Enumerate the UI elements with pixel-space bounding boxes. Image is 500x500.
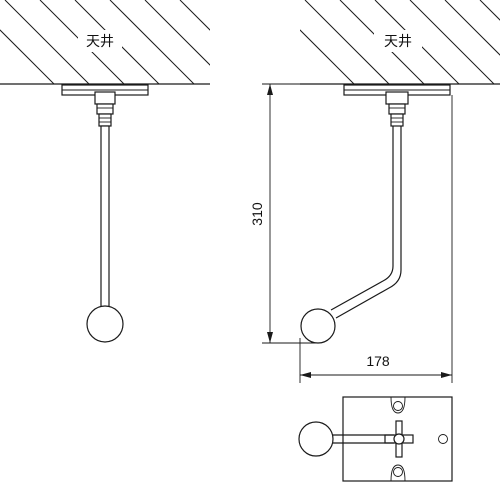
mount-bracket-right xyxy=(343,84,451,127)
dimension-height: 310 xyxy=(249,83,318,344)
ball-top xyxy=(298,421,334,457)
ceiling-hatching-left xyxy=(0,0,210,84)
ceiling-label-right: 天井 xyxy=(384,33,412,49)
screw-slot-right xyxy=(438,434,448,444)
top-view-arm xyxy=(330,434,394,444)
ceiling-label-bg-left xyxy=(78,30,122,52)
dimension-width: 178 xyxy=(299,95,453,383)
bent-rod-right xyxy=(330,126,402,319)
ceiling-left: 天井 xyxy=(0,0,210,85)
center-fitting xyxy=(384,420,414,458)
screw-slot-bottom xyxy=(390,464,406,482)
ceiling-label-left: 天井 xyxy=(86,33,114,49)
ball-right xyxy=(300,308,336,344)
ball-left xyxy=(86,305,124,343)
rod-left xyxy=(100,125,110,309)
ceiling-right: 天井 xyxy=(300,0,500,85)
screw-slot-top xyxy=(390,396,406,414)
dimension-height-label: 310 xyxy=(249,202,265,226)
mount-bracket-left xyxy=(61,84,149,127)
dimension-width-label: 178 xyxy=(366,353,390,369)
ceiling-label-bg-right xyxy=(374,30,422,52)
top-view xyxy=(298,396,453,482)
